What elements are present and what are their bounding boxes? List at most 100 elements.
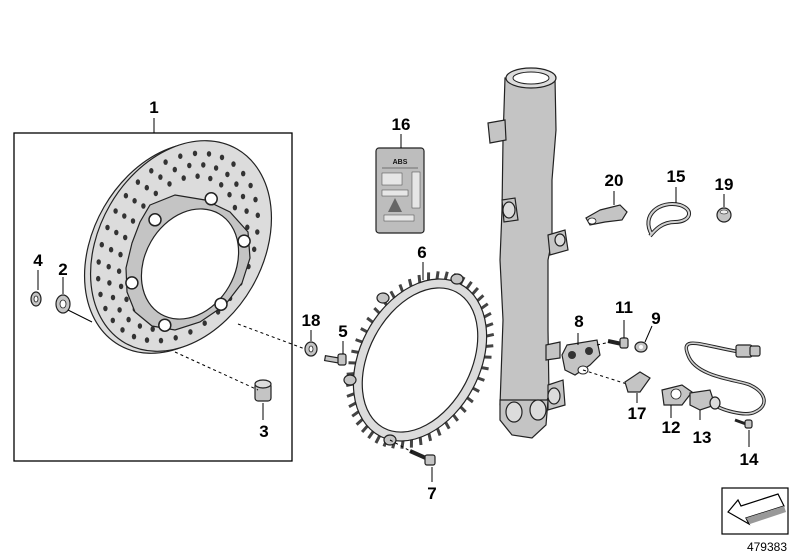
ring-tooth [346, 392, 355, 398]
callout-3: 3 [259, 422, 268, 441]
grommet-part-19[interactable] [716, 207, 732, 223]
disc-hole [113, 208, 118, 214]
disc-hole [158, 337, 164, 344]
disc-hole [208, 175, 213, 182]
disc-hole [150, 326, 155, 332]
callout-11: 11 [615, 298, 633, 317]
disc-hole [114, 229, 119, 236]
sleeve-part-3[interactable] [254, 379, 272, 402]
bolt-part-7[interactable] [409, 449, 436, 466]
ring-tooth [486, 332, 495, 338]
washer-part-2[interactable] [55, 294, 71, 314]
disc-hole [201, 162, 206, 168]
ring-tooth [351, 349, 359, 354]
arrow-icon [727, 493, 785, 526]
disc-hole [187, 162, 192, 169]
disc-hole [232, 204, 238, 211]
disc-hole [106, 263, 111, 270]
ring-tooth [435, 271, 440, 280]
disc-hole [123, 192, 129, 199]
bolt-part-14[interactable] [734, 418, 753, 429]
disc-bolt-hole [204, 192, 218, 206]
disc-hole [118, 283, 124, 290]
callout-19: 19 [715, 175, 734, 194]
disc-hole [135, 179, 141, 185]
ring-tooth [398, 283, 404, 292]
callout-18: 18 [302, 311, 321, 330]
disc-hole [167, 181, 172, 187]
disc-hole [219, 154, 225, 161]
disc-hole [105, 224, 110, 231]
disc-hole [132, 198, 137, 204]
disc-hole [137, 323, 143, 329]
disc-hole [141, 203, 146, 209]
ring-tooth [366, 316, 374, 324]
ring-tooth [367, 430, 375, 440]
ring-tooth [483, 311, 492, 319]
ring-tooth [481, 366, 489, 371]
disc-hole [118, 251, 123, 258]
ring-tooth [465, 280, 473, 290]
callout-4: 4 [33, 251, 43, 270]
ring-tooth [355, 338, 363, 344]
disc-hole [227, 191, 232, 198]
washer-part-4[interactable] [30, 291, 42, 307]
disc-hole [110, 294, 116, 301]
ring-tooth [389, 290, 396, 299]
abs-sensor-ring[interactable] [327, 256, 514, 464]
disc-hole [255, 212, 260, 219]
ring-tooth [485, 322, 494, 328]
ring-tooth [472, 386, 480, 393]
disc-hole [231, 161, 236, 167]
ring-tooth [477, 376, 485, 382]
callout-13: 13 [693, 428, 712, 447]
ring-tooth [480, 302, 489, 310]
cover-part-17[interactable] [624, 371, 651, 393]
disc-hole [131, 333, 137, 340]
disc-hole [149, 168, 154, 174]
abs-sensor-part-13[interactable] [684, 341, 766, 416]
callout-5: 5 [338, 322, 347, 341]
disc-hole [144, 184, 149, 191]
ring-tooth [360, 425, 369, 433]
disc-hole [116, 268, 122, 275]
abs-label-plate[interactable]: ABS [375, 147, 425, 234]
callout-17: 17 [628, 404, 647, 423]
ring-tooth [351, 410, 360, 418]
callout-20: 20 [605, 171, 624, 190]
ring-tooth [471, 287, 480, 295]
ring-tooth [374, 435, 381, 444]
cable-clip-part-20[interactable] [585, 204, 628, 226]
disc-bolt-hole [125, 276, 139, 290]
disc-hole [178, 153, 183, 159]
bolt-part-5[interactable] [323, 353, 347, 366]
disc-hole [173, 335, 178, 341]
brake-disc[interactable] [48, 108, 308, 386]
ring-tooth [355, 418, 364, 426]
fork-tube[interactable] [487, 67, 569, 439]
cable-tie-part-15[interactable] [646, 202, 691, 238]
ring-tooth [436, 428, 442, 437]
disc-hole [108, 246, 114, 253]
disc-hole [252, 246, 257, 253]
washer-part-18[interactable] [304, 341, 318, 357]
disc-hole [163, 159, 168, 165]
disc-hole [240, 193, 246, 200]
gasket-part-12[interactable] [661, 384, 693, 406]
callout-12: 12 [662, 418, 681, 437]
ring-tooth [443, 271, 449, 280]
disc-hole [130, 218, 136, 224]
disc-hole [96, 275, 101, 282]
disc-hole [117, 307, 122, 313]
sensor-bracket-part-8[interactable] [561, 339, 601, 376]
washer-part-9[interactable] [634, 341, 648, 353]
ring-tooth [348, 401, 357, 409]
disc-hole [96, 259, 101, 265]
reference-number: 479383 [747, 540, 787, 554]
callout-1: 1 [149, 98, 158, 117]
disc-hole [188, 329, 193, 335]
disc-hole [144, 337, 150, 343]
bolt-part-11[interactable] [607, 337, 629, 349]
callout-14: 14 [740, 450, 759, 469]
disc-hole [195, 173, 200, 179]
